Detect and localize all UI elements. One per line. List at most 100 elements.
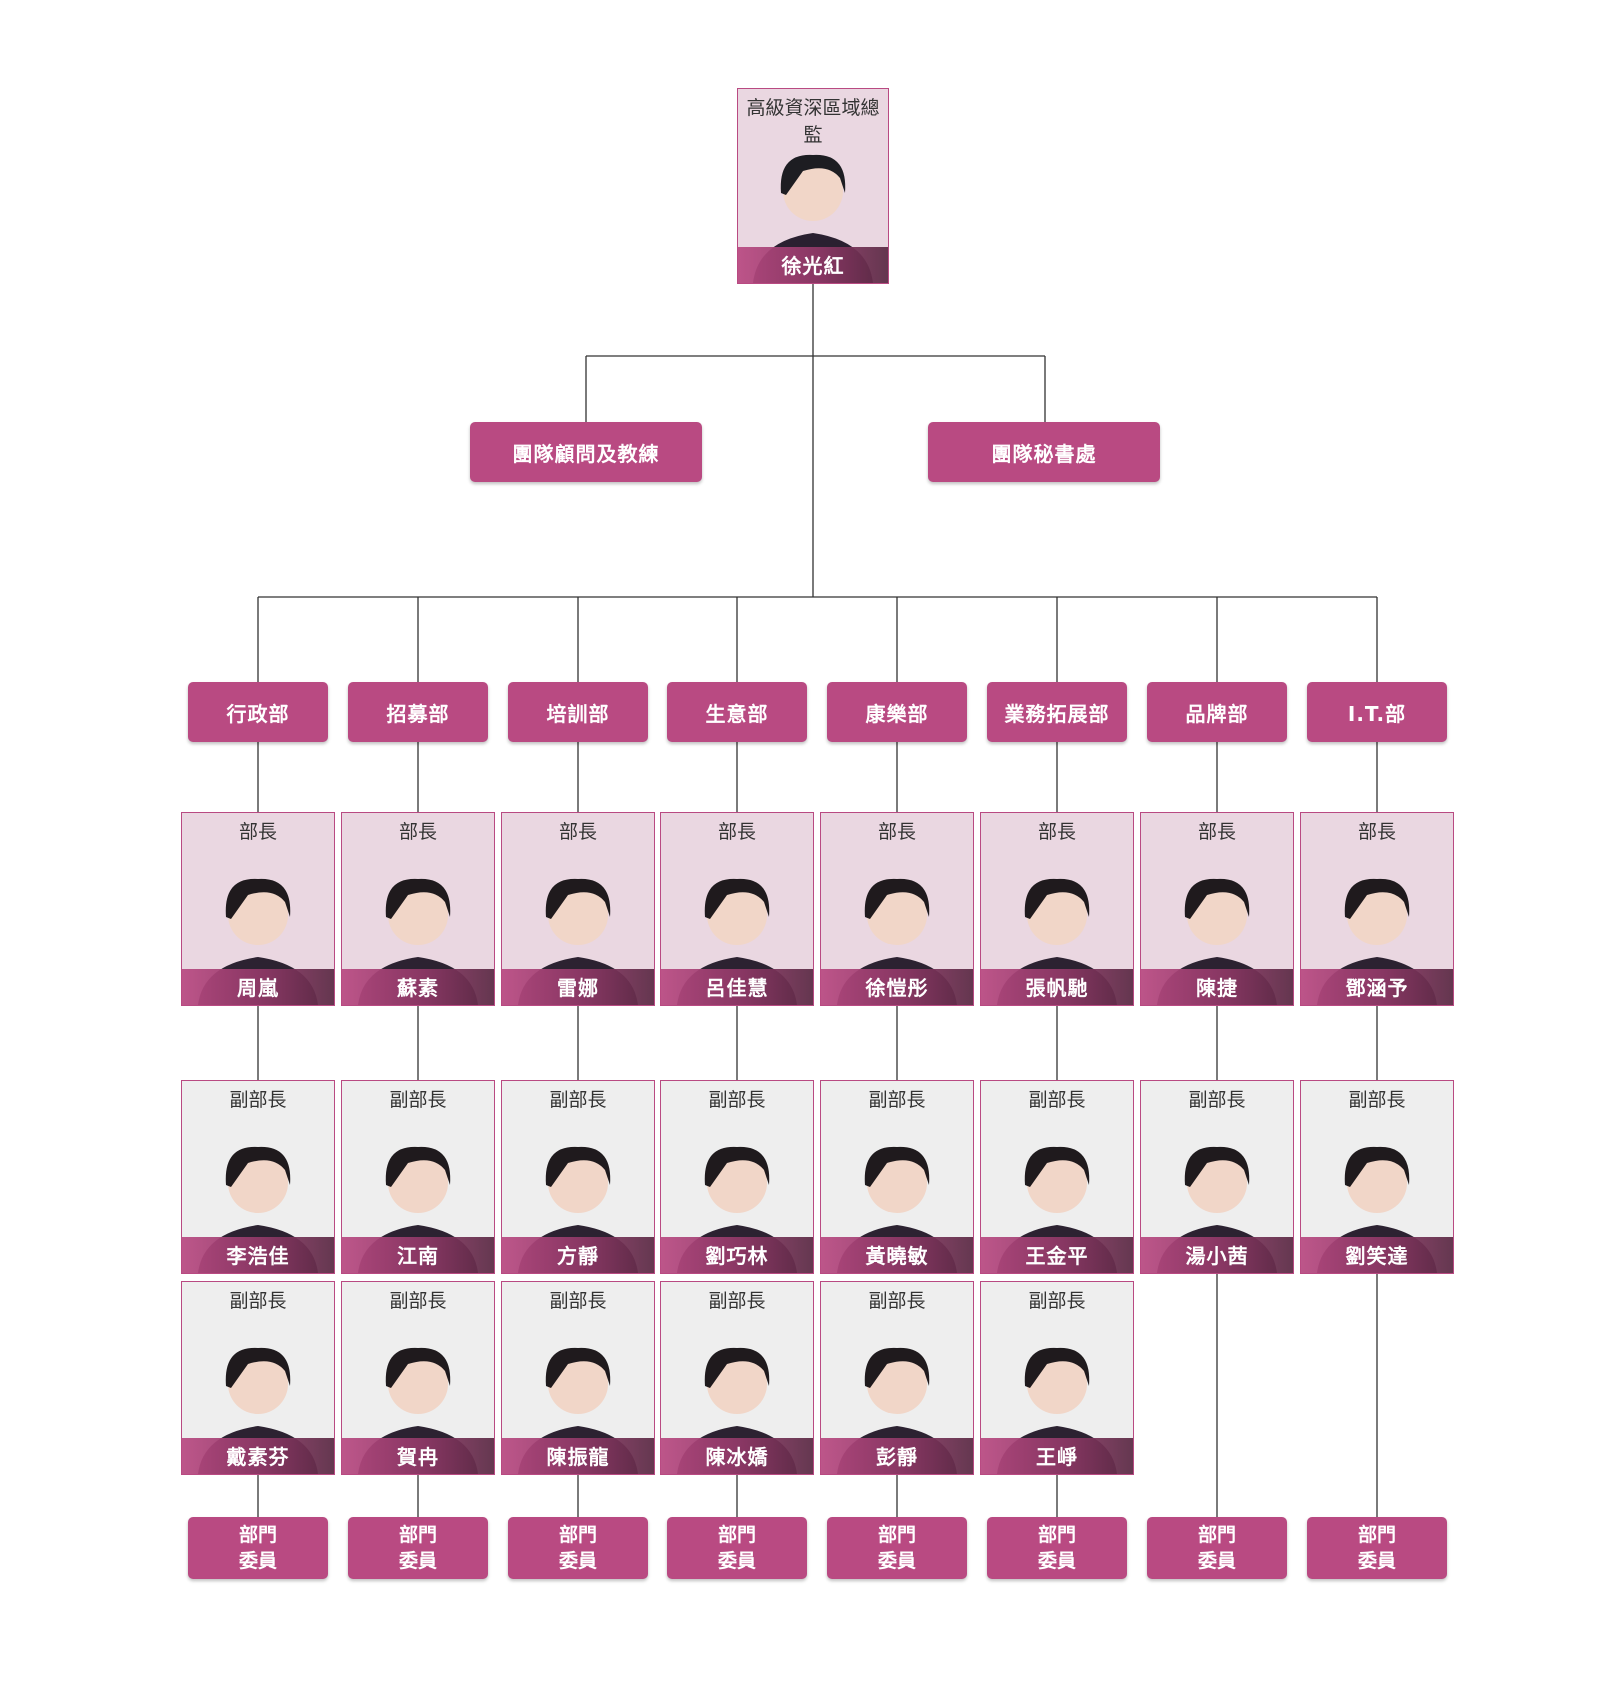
role-label: 部長: [877, 821, 916, 843]
deputy-head-card: 副部長 黃曉敏: [820, 1080, 974, 1274]
deputy-head-card: 副部長 江南: [341, 1080, 495, 1274]
deputy-head-card: 副部長 戴素芬: [181, 1281, 335, 1475]
name-band: [981, 1438, 1133, 1474]
name-band: [981, 1237, 1133, 1273]
name-band: [342, 1438, 494, 1474]
name-band: [1141, 1237, 1293, 1273]
committee-box: 部門 委員: [827, 1517, 967, 1579]
department-head-card: 部長 雷娜: [501, 812, 655, 1006]
role-label: 副部長: [1028, 1290, 1086, 1312]
name-band: [182, 969, 334, 1005]
role-label: 副部長: [1028, 1089, 1086, 1111]
department-box: 培訓部: [508, 682, 648, 742]
role-label: 部長: [398, 821, 437, 843]
person-name: 陳振龍: [546, 1445, 610, 1469]
person-name: 陳捷: [1196, 976, 1238, 1000]
role-label: 副部長: [1348, 1089, 1406, 1111]
committee-box: 部門 委員: [348, 1517, 488, 1579]
deputy-head-card: 副部長 王崢: [980, 1281, 1134, 1475]
deputy-head-card: 副部長 李浩佳: [181, 1080, 335, 1274]
name-band: [981, 969, 1133, 1005]
name-band: [502, 969, 654, 1005]
committee-box: 部門 委員: [667, 1517, 807, 1579]
department-box: 招募部: [348, 682, 488, 742]
department-box: 行政部: [188, 682, 328, 742]
name-band: [342, 1237, 494, 1273]
person-name: 雷娜: [557, 976, 599, 1000]
role-label: 副部長: [1188, 1089, 1246, 1111]
person-name: 王崢: [1036, 1445, 1078, 1469]
role-label: 副部長: [389, 1290, 447, 1312]
advisor-box-secretariat: 團隊秘書處: [928, 422, 1160, 482]
deputy-head-card: 副部長 劉巧林: [660, 1080, 814, 1274]
name-band: [661, 1237, 813, 1273]
role-label: 副部長: [868, 1290, 926, 1312]
person-name: 呂佳慧: [705, 976, 769, 1000]
committee-box: 部門 委員: [508, 1517, 648, 1579]
department-box: 康樂部: [827, 682, 967, 742]
person-name: 蘇素: [397, 976, 439, 1000]
role-label: 部長: [558, 821, 597, 843]
department-box: 生意部: [667, 682, 807, 742]
department-box: 業務拓展部: [987, 682, 1127, 742]
role-label: 副部長: [708, 1290, 766, 1312]
deputy-head-card: 副部長 陳冰嬌: [660, 1281, 814, 1475]
person-name: 李浩佳: [226, 1244, 290, 1268]
deputy-head-card: 副部長 王金平: [980, 1080, 1134, 1274]
role-label: 部長: [1357, 821, 1396, 843]
deputy-head-card: 副部長 湯小茜: [1140, 1080, 1294, 1274]
role-label: 部長: [717, 821, 756, 843]
role-label: 副部長: [229, 1290, 287, 1312]
department-head-card: 部長 徐愷彤: [820, 812, 974, 1006]
director-name: 徐光紅: [781, 254, 845, 278]
deputy-head-card: 副部長 方靜: [501, 1080, 655, 1274]
person-name: 戴素芬: [226, 1445, 290, 1469]
department-head-card: 部長 蘇素: [341, 812, 495, 1006]
person-name: 陳冰嬌: [705, 1445, 769, 1469]
person-name: 劉巧林: [705, 1244, 769, 1268]
director-role: 高級資深區域總監: [746, 97, 880, 146]
person-name: 黃曉敏: [865, 1244, 929, 1268]
person-name: 江南: [397, 1244, 439, 1268]
name-band: [1301, 969, 1453, 1005]
person-name: 王金平: [1025, 1244, 1089, 1268]
name-band: [738, 247, 888, 283]
role-label: 部長: [238, 821, 277, 843]
department-head-card: 部長 周嵐: [181, 812, 335, 1006]
role-label: 副部長: [389, 1089, 447, 1111]
role-label: 副部長: [868, 1089, 926, 1111]
name-band: [821, 1438, 973, 1474]
person-name: 劉笑達: [1345, 1244, 1409, 1268]
person-name: 湯小茜: [1185, 1244, 1249, 1268]
committee-box: 部門 委員: [1147, 1517, 1287, 1579]
role-label: 副部長: [229, 1089, 287, 1111]
committee-box: 部門 委員: [1307, 1517, 1447, 1579]
name-band: [821, 1237, 973, 1273]
committee-box: 部門 委員: [188, 1517, 328, 1579]
name-band: [1301, 1237, 1453, 1273]
committee-box: 部門 委員: [987, 1517, 1127, 1579]
name-band: [342, 969, 494, 1005]
person-name: 徐愷彤: [865, 976, 929, 1000]
deputy-head-card: 副部長 陳振龍: [501, 1281, 655, 1475]
department-head-card: 部長 陳捷: [1140, 812, 1294, 1006]
role-label: 副部長: [549, 1089, 607, 1111]
person-name: 彭靜: [876, 1445, 918, 1469]
role-label: 部長: [1197, 821, 1236, 843]
advisor-box-coaching: 團隊顧問及教練: [470, 422, 702, 482]
name-band: [502, 1438, 654, 1474]
department-head-card: 部長 張帆馳: [980, 812, 1134, 1006]
person-name: 鄧涵予: [1345, 976, 1409, 1000]
department-head-card: 部長 呂佳慧: [660, 812, 814, 1006]
name-band: [502, 1237, 654, 1273]
role-label: 部長: [1037, 821, 1076, 843]
name-band: [182, 1237, 334, 1273]
deputy-head-card: 副部長 彭靜: [820, 1281, 974, 1475]
name-band: [661, 1438, 813, 1474]
person-name: 周嵐: [237, 976, 279, 1000]
deputy-head-card: 副部長 劉笑達: [1300, 1080, 1454, 1274]
deputy-head-card: 副部長 賀冉: [341, 1281, 495, 1475]
department-box: I.T.部: [1307, 682, 1447, 742]
name-band: [821, 969, 973, 1005]
